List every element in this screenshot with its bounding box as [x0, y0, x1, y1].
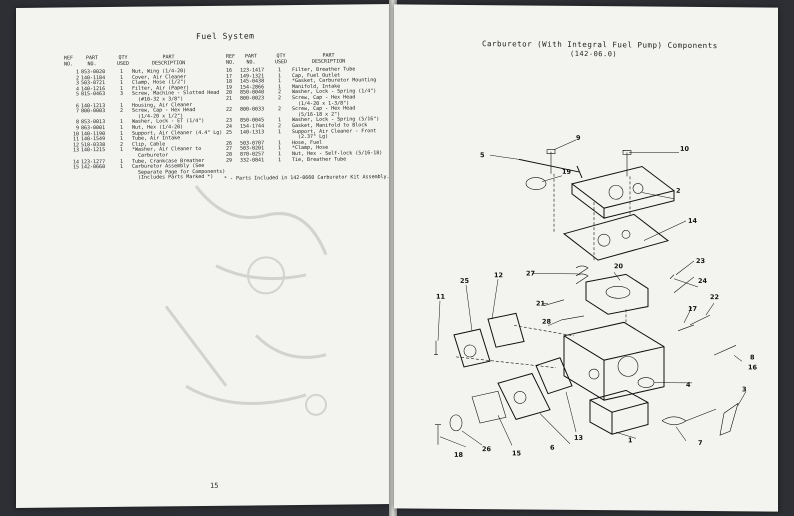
- callout-13: 13: [574, 434, 583, 442]
- parts-table-col2-part-numbers: 123-1417 149-1321 145-0438 154-2866 850-…: [240, 67, 265, 164]
- page-number: 15: [210, 481, 219, 490]
- callout-9: 9: [576, 134, 581, 142]
- callout-4: 4: [686, 381, 691, 389]
- part-9-screw: [546, 149, 556, 174]
- part-20-pump-body: [585, 273, 649, 315]
- callout-23: 23: [696, 257, 705, 265]
- callout-1: 1: [628, 436, 633, 444]
- parts-table-col1-refs: 1 2 3 4 5 6 7 8 9 10 11 12 13 14 15: [72, 69, 79, 171]
- part-28-screw: [561, 315, 585, 321]
- callout-5: 5: [480, 151, 485, 159]
- part-14-gasket: [562, 213, 670, 261]
- callout-28: 28: [542, 318, 552, 326]
- part-24-screw: [673, 276, 695, 294]
- bleed-through-diagram: [164, 185, 328, 416]
- part-19-disk: [525, 177, 547, 190]
- callout-6: 6: [550, 444, 555, 452]
- callout-14: 14: [688, 217, 698, 225]
- callout-7: 7: [698, 439, 703, 447]
- part-5-throttle-shaft: [518, 158, 583, 179]
- callout-8: 8: [750, 353, 755, 361]
- part-22-screw: [689, 314, 711, 326]
- callout-15: 15: [512, 449, 522, 457]
- part-7-plate: [661, 408, 717, 426]
- exploded-parts-diagram: [434, 139, 747, 448]
- callout-27: 27: [526, 269, 535, 277]
- part-8-screw: [713, 345, 737, 356]
- part-3-lever: [719, 402, 739, 436]
- part-18-screw: [435, 424, 441, 445]
- part-15-plate: [471, 390, 507, 424]
- part-27-spring: [575, 265, 589, 285]
- part-17-spring: [677, 324, 695, 332]
- part-21-pin: [543, 299, 565, 306]
- parts-table-col2-descriptions: Filter, Breather Tube Cap, Fuel Outlet *…: [292, 66, 383, 163]
- callout-16: 16: [748, 363, 758, 371]
- callout-22: 22: [710, 293, 719, 301]
- part-11-screw: [434, 340, 438, 356]
- callout-17: 17: [688, 305, 697, 313]
- callout-3: 3: [742, 385, 747, 393]
- book-spine: [389, 0, 397, 516]
- part-6-pump-cover: [497, 372, 551, 420]
- callout-26: 26: [482, 445, 492, 453]
- callout-10: 10: [680, 145, 690, 153]
- part-1-filter-block: [589, 389, 649, 435]
- part-26-disk: [449, 414, 463, 432]
- parts-table-col2-refs: 16 17 18 19 20 21 22 23 24 25 26 27 28 2…: [226, 67, 233, 164]
- callout-24: 24: [698, 277, 708, 285]
- callout-25: 25: [460, 277, 470, 285]
- callout-20: 20: [614, 262, 624, 270]
- parts-table-col1-qtys: 1 1 1 1 3 1 2 1 1 1 1 2 1 1 1: [120, 68, 124, 170]
- part-10-screw: [622, 150, 632, 177]
- callout-12: 12: [494, 271, 503, 279]
- parts-table-col2-qtys: 1 1 1 1 2 2 2 1 2 1 1 1 1 1: [278, 67, 282, 163]
- callout-11: 11: [436, 293, 446, 301]
- part-13-gasket: [535, 357, 573, 395]
- part-12-gasket: [487, 312, 525, 348]
- parts-table-col1-descriptions: Nut, Wing (1/4-20) Cover, Air Cleaner Cl…: [132, 68, 226, 181]
- callout-21: 21: [536, 300, 546, 308]
- right-page: Carburetor (With Integral Fuel Pump) Com…: [394, 4, 778, 512]
- carburetor-body: [563, 321, 665, 401]
- parts-table-col1-part-numbers: 853-0020 140-1184 503-0721 140-1216 815-…: [81, 69, 106, 171]
- part-25-manifold: [453, 328, 491, 368]
- callout-2: 2: [676, 187, 681, 195]
- part-23-needle: [669, 260, 695, 279]
- part-2-carburetor-cover: [570, 165, 676, 220]
- page-title: Fuel System: [196, 31, 255, 42]
- callout-labels: 1 2 3 4 5 6 7 8 9 10 11 12 13 14 15 16 1…: [436, 134, 758, 459]
- callout-19: 19: [562, 168, 572, 176]
- callout-18: 18: [454, 451, 464, 459]
- assembly-guide-lines: [455, 173, 631, 369]
